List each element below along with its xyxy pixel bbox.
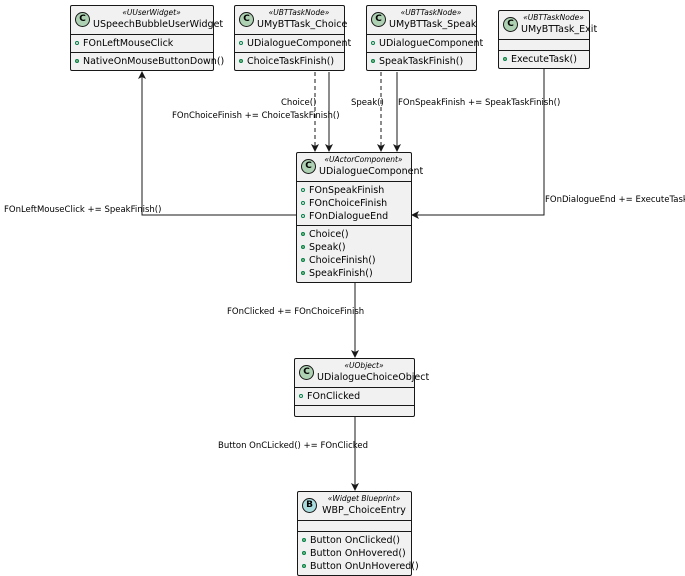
class-task-choice: C «UBTTaskNode» UMyBTTask_Choice UDialog… [234, 5, 351, 71]
edge-label-dialogue-end: FOnDialogueEnd += ExecuteTask() [545, 195, 685, 205]
class-name: WBP_ChoiceEntry [322, 505, 406, 516]
class-stereotype: «UBTTaskNode» [523, 13, 584, 22]
class-field: FOnSpeakFinish [297, 184, 411, 197]
class-badge-icon: C [503, 17, 518, 32]
class-method: ChoiceTaskFinish() [235, 55, 344, 68]
edge-label-speak-call: Speak() [351, 98, 384, 108]
class-method: SpeakFinish() [297, 267, 411, 280]
class-method: Button OnUnHovered() [298, 560, 419, 573]
class-method: Button OnClicked() [298, 534, 411, 547]
class-badge-icon: C [75, 12, 90, 27]
class-method: ChoiceFinish() [297, 254, 411, 267]
class-badge-icon: C [371, 12, 386, 27]
class-method: ExecuteTask() [499, 53, 589, 66]
class-field: FOnLeftMouseClick [71, 37, 213, 50]
edge-label-left-click: FOnLeftMouseClick += SpeakFinish() [4, 205, 162, 215]
class-stereotype: «UBTTaskNode» [268, 8, 330, 17]
class-field: UDialogueComponent [367, 37, 483, 50]
class-stereotype: «UActorComponent» [324, 155, 403, 164]
class-name: UMyBTTask_Choice [257, 19, 348, 30]
class-method: NativeOnMouseButtonDown() [71, 55, 224, 68]
class-name: UMyBTTask_Exit [521, 24, 598, 35]
class-methods-empty [295, 406, 414, 416]
class-method: Choice() [297, 228, 411, 241]
class-field: FOnClicked [295, 390, 414, 403]
class-fields-empty [298, 521, 411, 532]
class-stereotype: «UBTTaskNode» [400, 8, 462, 17]
edge-label-choice-finish: FOnChoiceFinish += ChoiceTaskFinish() [172, 111, 340, 121]
class-name: UDialogueComponent [319, 166, 424, 177]
class-wbp-choice-entry: B «Widget Blueprint» WBP_ChoiceEntry But… [297, 491, 419, 576]
class-speech-bubble-widget: C «UUserWidget» USpeechBubbleUserWidget … [70, 5, 224, 71]
class-name: UMyBTTask_Speak [389, 19, 477, 30]
class-field: UDialogueComponent [235, 37, 351, 50]
class-badge-icon: C [239, 12, 254, 27]
class-stereotype: «Widget Blueprint» [327, 494, 401, 503]
class-method: Speak() [297, 241, 411, 254]
class-stereotype: «UObject» [344, 361, 384, 370]
class-task-speak: C «UBTTaskNode» UMyBTTask_Speak UDialogu… [366, 5, 483, 71]
class-task-exit: C «UBTTaskNode» UMyBTTask_Exit ExecuteTa… [498, 10, 598, 69]
edge-label-choice-call: Choice() [281, 98, 317, 108]
edge-left-click [138, 71, 296, 216]
class-field: FOnDialogueEnd [297, 210, 411, 223]
class-field: FOnChoiceFinish [297, 197, 411, 210]
class-fields-empty [499, 40, 589, 51]
class-badge-icon: C [301, 159, 316, 174]
edge-label-on-clicked: FOnClicked += FOnChoiceFinish [227, 307, 365, 317]
class-name: USpeechBubbleUserWidget [93, 19, 224, 30]
edge-label-speak-finish: FOnSpeakFinish += SpeakTaskFinish() [398, 98, 561, 108]
class-badge-icon: C [299, 365, 314, 380]
class-dialogue-choice-object: C «UObject» UDialogueChoiceObject FOnCli… [294, 358, 430, 417]
edge-label-button-clicked: Button OnCLicked() += FOnClicked [218, 441, 369, 451]
class-method: Button OnHovered() [298, 547, 411, 560]
class-name: UDialogueChoiceObject [317, 372, 430, 383]
blueprint-badge-icon: B [302, 498, 317, 513]
class-method: SpeakTaskFinish() [367, 55, 476, 68]
edge-dialogue-end [411, 66, 545, 219]
class-stereotype: «UUserWidget» [122, 8, 181, 17]
class-dialogue-component: C «UActorComponent» UDialogueComponent F… [296, 152, 424, 283]
